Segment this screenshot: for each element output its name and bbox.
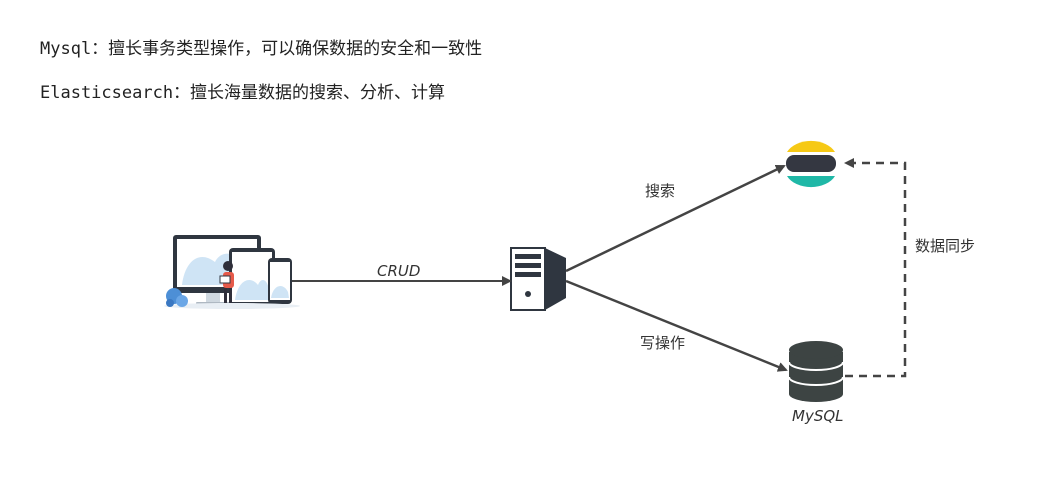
crud-label: CRUD xyxy=(377,262,420,280)
elasticsearch-description: Elasticsearch：擅长海量数据的搜索、分析、计算 xyxy=(40,83,446,103)
mysql-description: Mysql：擅长事务类型操作，可以确保数据的安全和一致性 xyxy=(40,39,483,59)
mysql-database-icon xyxy=(788,341,844,402)
write-arrow xyxy=(565,279,788,372)
write-label: 写操作 xyxy=(640,334,685,352)
client-devices-icon xyxy=(164,235,300,309)
sync-label: 数据同步 xyxy=(915,237,975,255)
server-icon xyxy=(510,247,566,311)
elasticsearch-icon xyxy=(786,140,836,188)
search-label: 搜索 xyxy=(645,182,675,200)
search-arrow xyxy=(565,164,786,273)
mysql-label: MySQL xyxy=(792,407,844,425)
sync-arrow xyxy=(844,158,907,378)
